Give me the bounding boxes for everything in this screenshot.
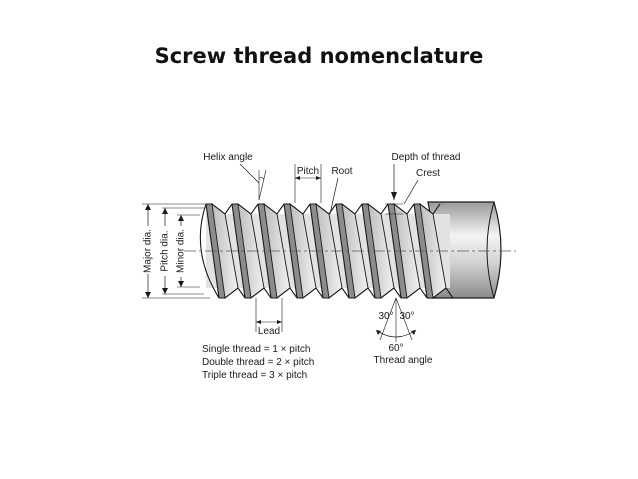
thread-angle-total-label: 60° bbox=[388, 343, 403, 354]
thread-angle-annotation: 30° 30° 60° Thread angle bbox=[374, 297, 433, 366]
thread-angle-label: Thread angle bbox=[374, 355, 433, 366]
pitch-annotation: Pitch bbox=[294, 164, 322, 203]
note-single-thread: Single thread = 1 × pitch bbox=[202, 344, 310, 355]
slide-title: Screw thread nomenclature bbox=[154, 44, 484, 68]
depth-of-thread-label: Depth of thread bbox=[392, 152, 461, 163]
pitch-dia-dimension: Pitch dia. bbox=[160, 208, 171, 294]
lead-annotation: Lead bbox=[255, 298, 283, 337]
minor-dia-dimension: Minor dia. bbox=[176, 215, 187, 287]
thread-notes: Single thread = 1 × pitch Double thread … bbox=[202, 344, 314, 381]
minor-dia-label: Minor dia. bbox=[176, 229, 187, 273]
helix-angle-annotation: Helix angle bbox=[203, 152, 267, 201]
pitch-label: Pitch bbox=[297, 166, 319, 177]
crest-label: Crest bbox=[416, 168, 440, 179]
root-annotation: Root bbox=[329, 166, 353, 215]
major-dia-dimension: Major dia. bbox=[143, 204, 154, 298]
root-label: Root bbox=[331, 166, 352, 177]
pitch-dia-label: Pitch dia. bbox=[160, 230, 171, 271]
note-double-thread: Double thread = 2 × pitch bbox=[202, 357, 314, 368]
crest-annotation: Crest bbox=[403, 168, 440, 205]
helix-angle-label: Helix angle bbox=[203, 152, 253, 163]
note-triple-thread: Triple thread = 3 × pitch bbox=[202, 370, 307, 381]
lead-label: Lead bbox=[258, 326, 280, 337]
thread-angle-right-label: 30° bbox=[399, 311, 414, 322]
depth-of-thread-annotation: Depth of thread bbox=[385, 152, 461, 215]
thread-angle-left-label: 30° bbox=[378, 311, 393, 322]
major-dia-label: Major dia. bbox=[143, 229, 154, 273]
